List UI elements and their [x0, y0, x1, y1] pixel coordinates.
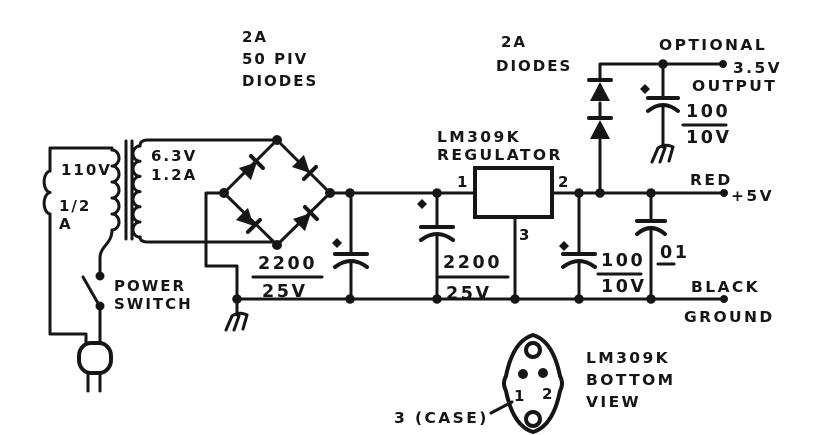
secondary-voltage-label: 6.3V — [151, 147, 197, 165]
to3-pin2-dot — [538, 368, 548, 378]
optional-label: OPTIONAL — [659, 36, 767, 54]
to3-package-bottom-view: 1 2 LM309K BOTTOM VIEW 3 (CASE) — [394, 332, 676, 435]
regulator-box — [473, 166, 554, 219]
case-leader-line — [489, 400, 514, 415]
bridge-node-top — [272, 135, 282, 145]
primary-winding-icon — [110, 148, 121, 232]
output-terminals: RED +5V BLACK GROUND — [684, 171, 775, 326]
to3-mounting-hole-bottom — [524, 410, 542, 428]
bridge-node-bottom — [272, 240, 282, 250]
fuse-rating-label-1: 1/2 — [59, 197, 91, 215]
polarity-plus-icon — [332, 238, 342, 248]
voltage-regulator: LM309K REGULATOR 1 2 3 — [437, 128, 568, 301]
regulator-name-label: LM309K — [437, 128, 521, 146]
earth-ground-icon — [224, 299, 249, 332]
capacitor-c3: 100 10V — [559, 191, 647, 301]
secondary-top-wire — [138, 138, 276, 148]
polarity-plus-icon — [640, 84, 650, 94]
black-wire-label: BLACK — [691, 278, 760, 296]
bridge-negative-wire — [204, 191, 239, 300]
bridge-rating-label-3: DIODES — [242, 72, 318, 90]
series-diodes-label-2: DIODES — [496, 57, 572, 75]
capacitor-c2: 2200 25V — [417, 191, 510, 304]
secondary-bottom-wire — [138, 235, 274, 244]
optional-output-label: OUTPUT — [692, 77, 777, 95]
optional-output-wire — [598, 62, 725, 82]
c1-voltage-label: 25V — [262, 282, 308, 302]
regulator-pin1-label: 1 — [457, 173, 467, 191]
secondary-winding-icon — [131, 144, 142, 239]
primary-voltage-label: 110V — [61, 161, 112, 179]
junction-dot — [232, 294, 242, 304]
red-wire-label: RED — [690, 171, 733, 189]
ac-plug-icon — [77, 341, 113, 393]
switch-lever — [81, 275, 101, 307]
to3-outline — [502, 332, 564, 435]
bridge-rating-label-2: 50 PIV — [242, 50, 308, 68]
plus-5v-label: +5V — [731, 187, 774, 205]
c3-value-label: 100 — [601, 251, 645, 271]
bridge-rectifier: 2A 50 PIV DIODES — [204, 28, 335, 300]
ground-label: GROUND — [684, 308, 775, 326]
secondary-current-label: 1.2A — [151, 166, 197, 184]
to3-pin1-label: 1 — [514, 387, 524, 405]
capacitor-c4: 01 — [635, 191, 690, 301]
optional-output-branch: 2A DIODES OPTIONAL 3.5V OUTPUT — [496, 33, 782, 195]
power-switch-label-1: POWER — [114, 277, 186, 295]
primary-bottom-wire — [98, 228, 114, 274]
c4-value-label: 01 — [660, 243, 690, 263]
to3-pin2-label: 2 — [542, 385, 552, 403]
regulator-role-label: REGULATOR — [437, 146, 563, 164]
ground-terminal-dot — [720, 295, 728, 303]
diode-icon — [590, 82, 610, 101]
earth-ground-icon — [650, 131, 675, 164]
fuse-rating-label-2: A — [59, 215, 73, 233]
fuse-icon — [42, 169, 52, 216]
series-diodes-label-1: 2A — [501, 33, 527, 51]
to3-pin1-dot — [518, 369, 528, 379]
diode-icon — [236, 208, 260, 232]
c2-voltage-label: 25V — [446, 284, 492, 304]
switch-contact-top — [95, 271, 105, 281]
capacitor-c1: 2200 25V — [251, 191, 369, 302]
optional-terminal-dot — [719, 60, 727, 68]
positive-terminal-dot — [720, 189, 728, 197]
power-switch: POWER SWITCH — [81, 271, 193, 347]
power-switch-label-2: SWITCH — [114, 295, 193, 313]
to3-name-label: LM309K — [586, 349, 670, 367]
c5-voltage-label: 10V — [686, 128, 732, 148]
c3-voltage-label: 10V — [601, 277, 647, 297]
optional-voltage-label: 3.5V — [733, 59, 782, 77]
transformer: 110V 1/2 A 6.3V 1.2A — [42, 138, 276, 347]
bridge-rating-label-1: 2A — [242, 28, 268, 46]
regulator-pin2-label: 2 — [558, 173, 568, 191]
capacitor-c5: 100 10V — [640, 62, 732, 164]
case-label: 3 (CASE) — [394, 409, 489, 427]
to3-bottom-label: BOTTOM — [586, 371, 676, 389]
primary-left-wire — [48, 212, 88, 347]
to3-view-label: VIEW — [586, 393, 641, 411]
c2-value-label: 2200 — [443, 253, 502, 273]
regulator-pin3-label: 3 — [519, 226, 529, 244]
polarity-plus-icon — [417, 199, 427, 209]
polarity-plus-icon — [559, 241, 569, 251]
c1-value-label: 2200 — [258, 254, 317, 274]
to3-mounting-hole-top — [524, 341, 542, 359]
diode-icon — [590, 120, 610, 139]
plug-body — [77, 341, 113, 375]
c5-value-label: 100 — [686, 102, 730, 122]
